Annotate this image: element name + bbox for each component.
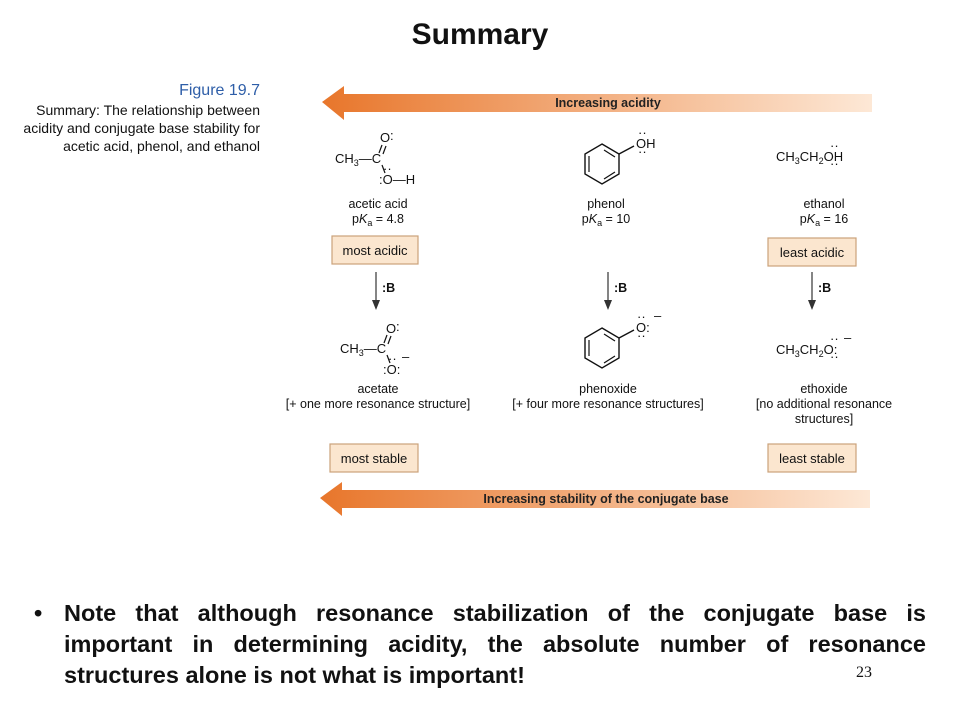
acetate-structure: CH3—C O : :O: ·· – — [340, 319, 410, 377]
phenoxide-name: phenoxide — [579, 382, 637, 396]
least-stable-label: least stable — [779, 451, 845, 466]
reaction-arrow-acetic: :B — [372, 272, 395, 310]
svg-text::O:: :O: — [383, 362, 400, 377]
slide-title: Summary — [411, 18, 549, 51]
svg-text:O:: O: — [636, 320, 650, 335]
svg-text:··: ·· — [830, 138, 839, 153]
svg-text:··: ·· — [830, 349, 839, 364]
figure-label: Figure 19.7 — [179, 82, 260, 99]
svg-text:··: ·· — [388, 351, 397, 366]
svg-text:CH3CH2OH: CH3CH2OH — [776, 149, 843, 166]
svg-text:··: ·· — [638, 144, 647, 159]
figure-caption: Figure 19.7 Summary: The relationship be… — [4, 82, 260, 155]
most-stable-box: most stable — [329, 443, 419, 473]
acetic-acid-name: acetic acid — [348, 197, 407, 211]
most-acidic-box: most acidic — [331, 235, 419, 265]
increasing-stability-arrow: Increasing stability of the conjugate ba… — [320, 482, 870, 516]
increasing-acidity-arrow: Increasing acidity — [322, 86, 872, 120]
page-number: 23 — [856, 664, 872, 681]
reaction-arrow-phenol: :B — [604, 272, 627, 310]
ethanol-pka: pKa = 16 — [800, 212, 849, 228]
acetic-acid-structure: CH3—C O : :O—H ·· — [335, 128, 415, 187]
phenoxide-structure: O: ·· ·· – — [584, 308, 662, 369]
svg-text:··: ·· — [830, 156, 839, 171]
svg-text:–: – — [402, 349, 410, 364]
acetic-acid-pka: pKa = 4.8 — [352, 212, 404, 228]
reaction-arrow-ethanol: :B — [808, 272, 831, 310]
svg-text:CH3—C: CH3—C — [335, 151, 381, 168]
increasing-acidity-label: Increasing acidity — [555, 96, 661, 110]
phenol-name: phenol — [587, 197, 625, 211]
svg-text:–: – — [654, 308, 662, 323]
svg-text:CH3CH2O:: CH3CH2O: — [776, 342, 837, 359]
ethoxide-note-line1: [no additional resonance — [756, 397, 892, 411]
least-stable-box: least stable — [767, 443, 857, 473]
ethoxide-note-line2: structures] — [795, 412, 853, 426]
svg-text:··: ·· — [830, 331, 839, 346]
svg-text::: : — [390, 128, 394, 143]
least-acidic-box: least acidic — [767, 237, 857, 267]
svg-text:OH: OH — [636, 136, 656, 151]
phenoxide-note: [+ four more resonance structures] — [512, 397, 703, 411]
increasing-stability-label: Increasing stability of the conjugate ba… — [483, 492, 728, 506]
svg-text:–: – — [844, 330, 852, 345]
svg-text::: : — [396, 319, 400, 334]
ethanol-name: ethanol — [803, 197, 844, 211]
note-text: Note that although resonance stabilizati… — [64, 600, 926, 688]
most-acidic-label: most acidic — [342, 243, 408, 258]
base-label-phenol: :B — [614, 281, 627, 295]
acetate-name: acetate — [357, 382, 398, 396]
svg-text:O: O — [380, 130, 390, 145]
svg-text:··: ·· — [638, 125, 647, 140]
svg-text:O: O — [386, 321, 396, 336]
bullet-marker: • — [34, 600, 43, 626]
phenol-pka: pKa = 10 — [582, 212, 631, 228]
svg-text:··: ·· — [637, 309, 646, 324]
ethanol-structure: CH3CH2OH ·· ·· — [776, 138, 843, 171]
base-label-acetic: :B — [382, 281, 395, 295]
ethoxide-structure: CH3CH2O: ·· ·· – — [776, 330, 852, 364]
svg-text:CH3—C: CH3—C — [340, 341, 386, 358]
svg-text:··: ·· — [637, 328, 646, 343]
svg-text:··: ·· — [383, 161, 392, 176]
caption-text: Summary: The relationship between acidit… — [23, 102, 260, 154]
summary-note: • Note that although resonance stabiliza… — [34, 598, 926, 691]
least-acidic-label: least acidic — [780, 245, 845, 260]
svg-text::O—H: :O—H — [379, 172, 415, 187]
acidity-figure: Increasing acidity CH3—C O : :O—H ·· ace… — [286, 86, 892, 516]
acetate-note: [+ one more resonance structure] — [286, 397, 470, 411]
phenol-structure: OH ·· ·· — [584, 125, 656, 185]
most-stable-label: most stable — [341, 451, 407, 466]
ethoxide-name: ethoxide — [800, 382, 847, 396]
base-label-ethanol: :B — [818, 281, 831, 295]
